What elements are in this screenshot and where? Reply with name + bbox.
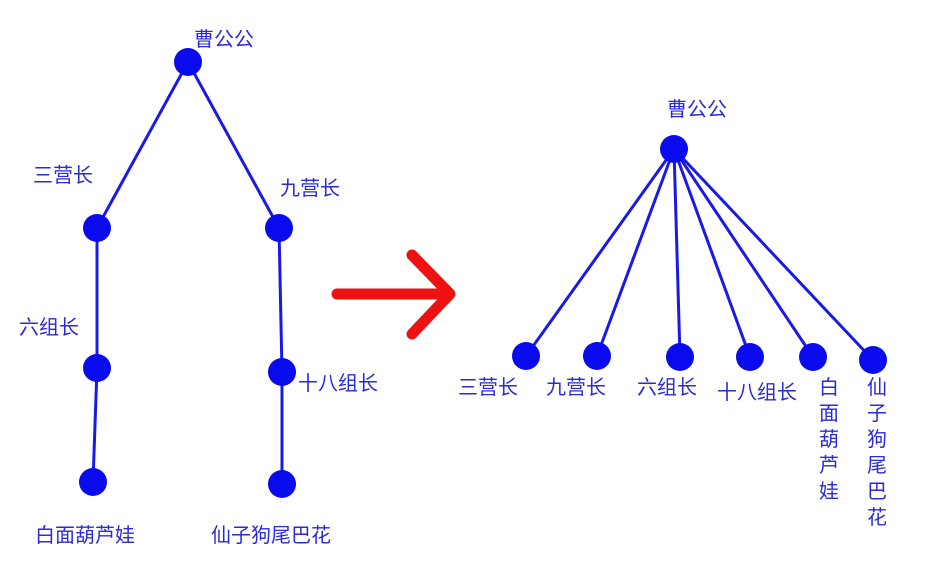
node-nine-battalion bbox=[265, 214, 293, 242]
edge-right-mid bbox=[277, 226, 284, 374]
edge-flat-1 bbox=[524, 147, 676, 358]
label-flat-4: 十八组长 bbox=[717, 380, 797, 404]
label-leaf-right: 仙子狗尾巴花 bbox=[211, 523, 331, 547]
node-root bbox=[174, 48, 202, 76]
edge-flat-2 bbox=[595, 147, 676, 358]
label-root: 曹公公 bbox=[194, 27, 254, 51]
flat-node-2 bbox=[583, 342, 611, 370]
edge-flat-3 bbox=[672, 147, 682, 359]
edge-flat-6 bbox=[672, 147, 875, 362]
label-flat-3: 六组长 bbox=[637, 375, 697, 399]
label-flat-2: 九营长 bbox=[546, 375, 606, 399]
flat-node-5 bbox=[799, 343, 827, 371]
label-three-battalion: 三营长 bbox=[33, 163, 93, 187]
label-flat-1: 三营长 bbox=[458, 375, 518, 399]
node-three-battalion bbox=[83, 214, 111, 242]
edge-flat-4 bbox=[672, 147, 752, 359]
label-nine-battalion: 九营长 bbox=[280, 176, 340, 200]
edge-flat-5 bbox=[672, 147, 815, 359]
label-flat-root: 曹公公 bbox=[667, 97, 727, 121]
left-tree-edges bbox=[91, 60, 284, 486]
flat-node-3 bbox=[666, 343, 694, 371]
label-six-group: 六组长 bbox=[19, 315, 79, 339]
node-six-group bbox=[83, 354, 111, 382]
arrow-right-icon bbox=[331, 249, 456, 340]
label-flat-6: 仙子狗尾巴花 bbox=[867, 375, 887, 529]
edge-root-right-child bbox=[186, 60, 281, 230]
node-leaf-left bbox=[79, 468, 107, 496]
flat-node-root bbox=[660, 135, 688, 163]
edge-left-leaf bbox=[91, 366, 99, 484]
label-eighteen-group: 十八组长 bbox=[298, 371, 378, 395]
node-eighteen-group bbox=[268, 358, 296, 386]
edge-root-left-child bbox=[95, 60, 190, 230]
flat-node-4 bbox=[736, 343, 764, 371]
flat-node-6 bbox=[859, 346, 887, 374]
right-tree-edges bbox=[524, 147, 875, 362]
label-flat-5: 白面葫芦娃 bbox=[819, 375, 839, 503]
right-tree-nodes bbox=[512, 135, 887, 374]
left-tree-nodes bbox=[79, 48, 296, 498]
label-leaf-left: 白面葫芦娃 bbox=[35, 523, 135, 547]
flat-node-1 bbox=[512, 342, 540, 370]
node-leaf-right bbox=[268, 470, 296, 498]
